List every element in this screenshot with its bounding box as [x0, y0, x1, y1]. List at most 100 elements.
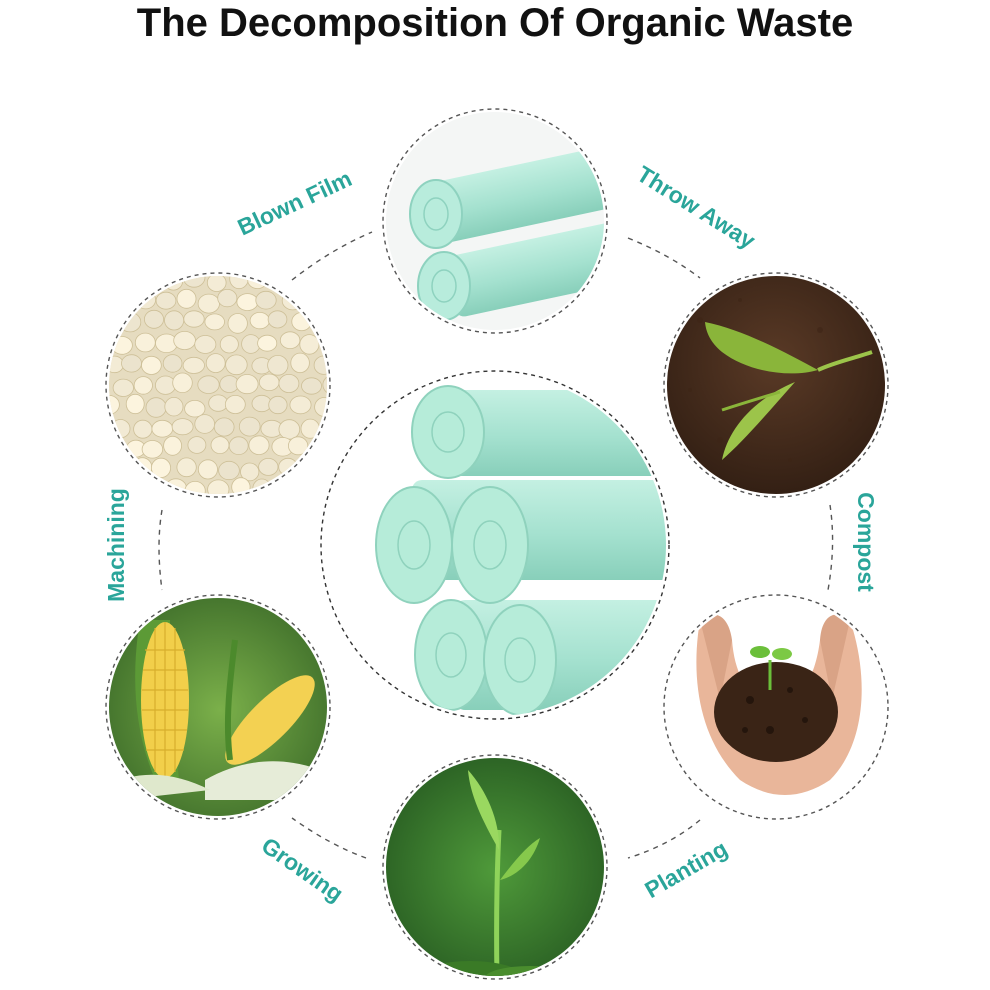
pellet — [289, 395, 312, 415]
pellet — [109, 395, 120, 415]
connector-bottomright-bottom — [627, 819, 701, 859]
connector-lines — [158, 231, 834, 859]
stage-center-bag-stack — [320, 370, 670, 720]
pellet — [290, 352, 310, 374]
leaf-icon — [705, 322, 818, 374]
pellet — [219, 335, 239, 354]
pellet — [267, 354, 289, 376]
pellet — [182, 356, 205, 374]
pellet — [225, 354, 248, 376]
pellet — [258, 457, 279, 476]
pellet — [163, 276, 184, 291]
stage-bottomleft-ring — [105, 594, 331, 820]
pellet — [172, 372, 193, 394]
pellet — [319, 457, 327, 476]
pellet — [133, 419, 153, 439]
pellet — [111, 336, 133, 355]
sprout-icon — [468, 770, 500, 850]
label-growing: Growing — [257, 832, 348, 907]
connector-bottom-bottomleft — [291, 817, 367, 859]
pellet — [235, 374, 259, 395]
pellet — [321, 417, 327, 435]
pellet — [224, 394, 246, 414]
pellet — [319, 292, 327, 312]
pellet — [121, 276, 145, 288]
pellet — [155, 291, 177, 310]
pellet — [205, 353, 226, 374]
pellet — [184, 400, 206, 418]
pellet — [217, 288, 238, 308]
stage-bottomright-ring — [663, 594, 889, 820]
pellet — [109, 276, 122, 290]
pellet — [150, 457, 171, 478]
pellet — [121, 354, 142, 373]
pellet — [182, 276, 206, 288]
pellet — [314, 397, 327, 417]
label-throw-away: Throw Away — [632, 161, 760, 254]
connector-top-topright — [627, 237, 701, 279]
pellet — [321, 335, 327, 355]
stage-bottom-sprout — [382, 754, 608, 980]
pellet — [125, 393, 145, 415]
pellet — [142, 481, 162, 494]
pellet — [267, 310, 288, 329]
pellet — [299, 457, 321, 476]
pellet — [279, 331, 301, 350]
pellet — [313, 355, 327, 375]
pellet — [208, 394, 229, 412]
connector-topleft-top — [291, 231, 373, 281]
pellet — [255, 290, 277, 310]
pellet — [240, 462, 260, 482]
pellet — [194, 335, 217, 354]
pellet — [278, 419, 301, 440]
pellet — [110, 459, 131, 480]
connector-topright-bottomright — [827, 504, 834, 591]
stage-bottomright-hands-soil — [663, 594, 889, 820]
pellet — [293, 276, 314, 290]
pellet — [228, 436, 249, 456]
pellet — [164, 397, 184, 417]
pellet — [322, 375, 327, 395]
pellet — [291, 312, 312, 332]
pellet — [257, 334, 278, 352]
pellet — [145, 397, 167, 418]
pellet — [301, 377, 322, 395]
pellet — [287, 477, 310, 494]
pellet — [171, 418, 194, 436]
pellet — [287, 436, 309, 456]
pellet — [207, 479, 230, 494]
pellet — [133, 376, 153, 395]
connector-bottomleft-topleft — [158, 509, 163, 591]
pellet — [247, 276, 268, 290]
pellet — [281, 291, 304, 311]
pellet — [141, 355, 162, 375]
pellet — [278, 373, 300, 393]
pellet — [248, 435, 270, 456]
label-machining: Machining — [103, 488, 129, 602]
pellet — [176, 457, 197, 478]
pellet — [297, 293, 321, 312]
pellet — [109, 355, 125, 374]
pellet — [238, 416, 261, 437]
pellet — [311, 439, 327, 460]
pellet — [141, 276, 164, 291]
pellet — [194, 414, 216, 434]
pellet — [109, 288, 130, 309]
pellet — [229, 276, 249, 290]
pellet — [184, 480, 206, 494]
stage-bottomleft-corn — [105, 594, 331, 820]
label-planting: Planting — [640, 835, 732, 903]
stage-center-ring — [320, 370, 670, 720]
stage-top-ring — [382, 108, 608, 334]
pellet — [109, 436, 122, 455]
pellet — [109, 315, 121, 333]
pellet — [299, 334, 320, 355]
pellet — [151, 419, 174, 438]
pellet — [312, 311, 327, 332]
pellet — [112, 378, 134, 397]
pellet — [258, 373, 280, 392]
pellet — [154, 375, 176, 395]
label-compost: Compost — [853, 492, 879, 592]
pellet — [210, 436, 230, 455]
